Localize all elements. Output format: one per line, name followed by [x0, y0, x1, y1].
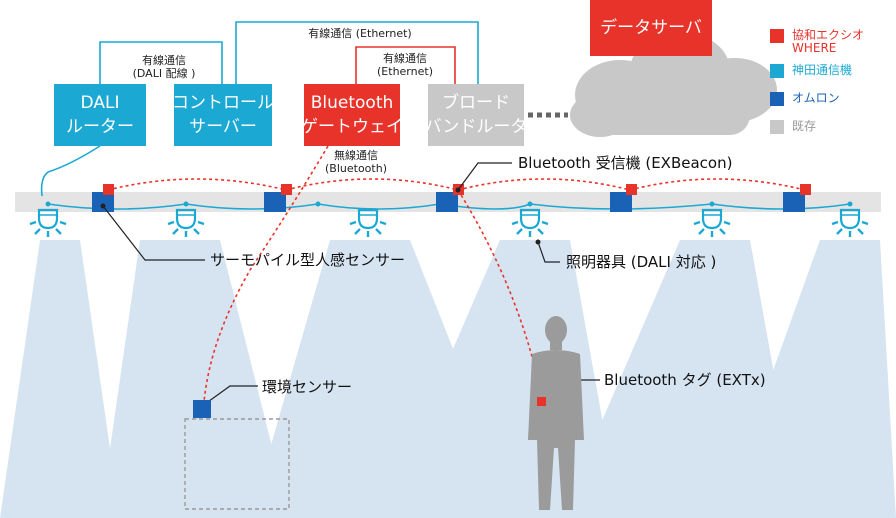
legend-swatch — [770, 92, 784, 106]
data-server-box: データサーバ — [590, 0, 712, 56]
dali-wire-line — [99, 41, 223, 84]
broadband-router-line-1: ブロード — [442, 93, 510, 113]
legend-label: オムロン — [792, 91, 840, 105]
bluetooth-wireless-line-2: (Bluetooth) — [325, 162, 387, 175]
control-server-box: コントロール サーバー — [172, 84, 274, 146]
bulb-icon — [348, 208, 388, 239]
light-beam — [720, 240, 896, 518]
receiver-label: Bluetooth 受信機 (EXBeacon) — [518, 154, 733, 172]
dali-router-box: DALI ルーター — [54, 84, 146, 146]
bluetooth-receiver — [103, 184, 114, 195]
bluetooth-gateway-line-1: Bluetooth — [310, 93, 394, 113]
control-server-line-1: コントロール — [172, 93, 274, 113]
environment-sensor — [193, 400, 211, 418]
ethernet-gateway-label: 有線通信 (Ethernet) — [360, 52, 450, 78]
bluetooth-links — [107, 145, 806, 403]
legend-item-existing: 既存 — [770, 120, 816, 134]
light-beam — [100, 240, 290, 518]
fixture-label: 照明器具 (DALI 対応 ) — [566, 253, 717, 271]
dali-wired-line-1: 有線通信 — [142, 54, 186, 67]
wired-links — [40, 21, 479, 197]
bulb-icon — [830, 208, 870, 239]
bluetooth-wireless-label: 無線通信 (Bluetooth) — [320, 149, 392, 175]
environment-sensor-label: 環境センサー — [262, 378, 353, 396]
legend-swatch — [770, 29, 784, 43]
bluetooth-tag — [537, 397, 546, 406]
ethernet-gateway-line-2: (Ethernet) — [377, 65, 433, 78]
bulb-icon — [28, 208, 68, 239]
dali-wired-label: 有線通信 (DALI 配線 ) — [112, 54, 216, 80]
legend-item-kanda: 神田通信機 — [770, 64, 852, 78]
thermopile-sensor — [783, 192, 805, 212]
data-server-label: データサーバ — [600, 18, 702, 38]
control-server-line-2: サーバー — [189, 117, 257, 137]
legend-item-omron: オムロン — [770, 92, 840, 106]
legend-label: 協和エクシオ WHERE — [792, 28, 865, 55]
bulb-icon — [166, 208, 206, 239]
light-beam — [0, 240, 120, 518]
legend-item-exeo: 協和エクシオ WHERE — [770, 29, 864, 55]
broadband-router-box: ブロード バンドルータ — [425, 84, 527, 146]
person-silhouette — [528, 316, 584, 510]
thermopile-label: サーモパイル型人感センサー — [210, 251, 406, 269]
bluetooth-wireless-line-1: 無線通信 — [334, 149, 378, 162]
thermopile-sensor — [610, 192, 632, 212]
bluetooth-gateway-line-2: ゲートウェイ — [301, 117, 403, 137]
thermopile-sensor — [92, 192, 114, 212]
thermopile-sensors — [92, 192, 805, 212]
legend-swatch — [770, 64, 784, 78]
bluetooth-gateway-box: Bluetooth ゲートウェイ — [301, 84, 403, 146]
dali-wired-line-2: (DALI 配線 ) — [132, 67, 196, 80]
broadband-router-line-2: バンドルータ — [424, 117, 528, 137]
bulb-icon — [510, 208, 550, 239]
environment-sensor-area — [184, 418, 290, 510]
light-beam — [560, 240, 800, 518]
thermopile-sensor — [264, 192, 286, 212]
dali-router-line-1: DALI — [80, 93, 120, 113]
thermopile-sensor — [436, 192, 458, 212]
router-to-fixture-line — [40, 145, 101, 197]
tag-label: Bluetooth タグ (EXTx) — [604, 371, 766, 389]
legend-swatch — [770, 120, 784, 134]
legend-label: 神田通信機 — [792, 63, 853, 77]
ethernet-gateway-line-1: 有線通信 — [383, 52, 427, 65]
light-fixtures — [28, 208, 870, 239]
legend-label: 既存 — [792, 119, 817, 133]
bulb-icon — [692, 208, 732, 239]
ethernet-top-label: 有線通信 (Ethernet) — [308, 27, 412, 40]
ethernet-top-line — [235, 21, 479, 84]
bluetooth-receiver — [626, 184, 637, 195]
ethernet-gateway-line — [355, 46, 456, 84]
bluetooth-receiver — [800, 184, 811, 195]
dali-router-line-2: ルーター — [66, 117, 134, 137]
bluetooth-receiver — [281, 184, 292, 195]
